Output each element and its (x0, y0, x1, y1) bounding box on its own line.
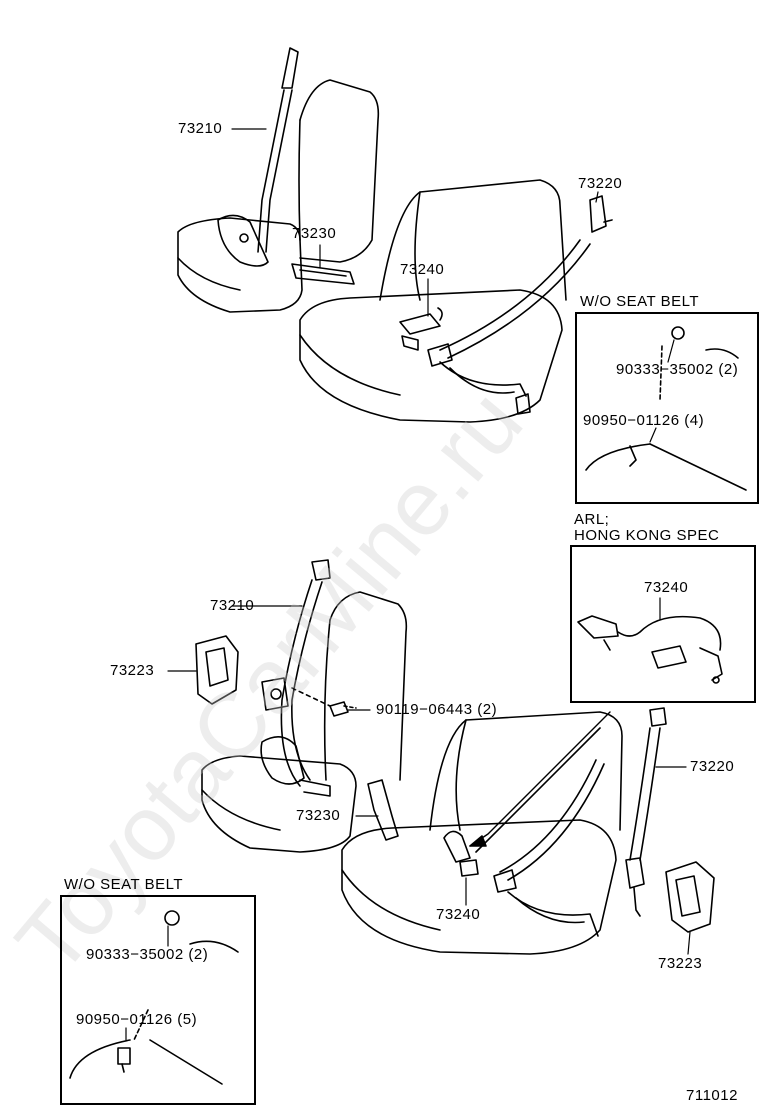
lower-belt-73210-icon (260, 559, 331, 797)
upper-belt-73220-icon (427, 195, 613, 415)
part-label-90333-lower: 90333−35002 (2) (86, 946, 209, 963)
lower-screw-icon (117, 1047, 131, 1065)
upper-inset-title: W/O SEAT BELT (580, 293, 700, 310)
lower-buckle-73240-icon (443, 711, 611, 877)
part-label-73210-lower: 73210 (210, 597, 255, 614)
arl-inset-box (570, 545, 756, 703)
arl-title-line1: ARL; (574, 511, 610, 528)
lower-inset-drawing (69, 910, 239, 1085)
lower-inset-title: W/O SEAT BELT (64, 876, 184, 893)
lower-belt-73220-icon (493, 707, 667, 937)
upper-belt-73210-icon (217, 47, 299, 267)
part-label-73230-upper: 73230 (292, 225, 337, 242)
part-label-90119-lower: 90119−06443 (2) (376, 701, 498, 718)
lower-inset-box (60, 895, 256, 1105)
part-label-73230-lower: 73230 (296, 807, 341, 824)
upper-buckle-73230-icon (291, 263, 355, 285)
lower-cover-73223-left-icon (195, 635, 239, 705)
part-label-73220-lower: 73220 (690, 758, 735, 775)
lower-cover-73223-right-icon (665, 861, 715, 933)
diagram-id: 711012 (686, 1087, 738, 1104)
upper-buckle-73240-icon (399, 307, 443, 351)
lower-buckle-73230-icon (367, 779, 399, 841)
part-label-73223-left: 73223 (110, 662, 155, 679)
upper-left-seat-icon (177, 79, 380, 313)
part-label-90950-lower: 90950−01126 (5) (76, 1011, 198, 1028)
part-label-73210-upper: 73210 (178, 120, 223, 137)
part-label-73220-upper: 73220 (578, 175, 623, 192)
upper-plug-icon (671, 326, 685, 340)
lower-right-seat-icon (341, 711, 623, 955)
part-label-90950-upper: 90950−01126 (4) (583, 412, 705, 429)
lower-bolt-icon (291, 687, 357, 717)
part-label-73223-right: 73223 (658, 955, 703, 972)
part-label-73240-lower: 73240 (436, 906, 481, 923)
upper-inset-drawing (585, 326, 747, 491)
part-label-73240-upper: 73240 (400, 261, 445, 278)
upper-inset-box (575, 312, 759, 504)
leader-lines (125, 128, 691, 1041)
upper-screw-icon (629, 445, 637, 467)
arl-title-line2: HONG KONG SPEC (574, 527, 720, 544)
arl-buckle-73240-icon (577, 615, 723, 684)
part-label-90333-upper: 90333−35002 (2) (616, 361, 739, 378)
upper-right-seat-icon (299, 179, 567, 423)
lower-plug-icon (164, 910, 180, 926)
part-label-73240-arl: 73240 (644, 579, 689, 596)
lower-left-seat-icon (201, 591, 408, 853)
